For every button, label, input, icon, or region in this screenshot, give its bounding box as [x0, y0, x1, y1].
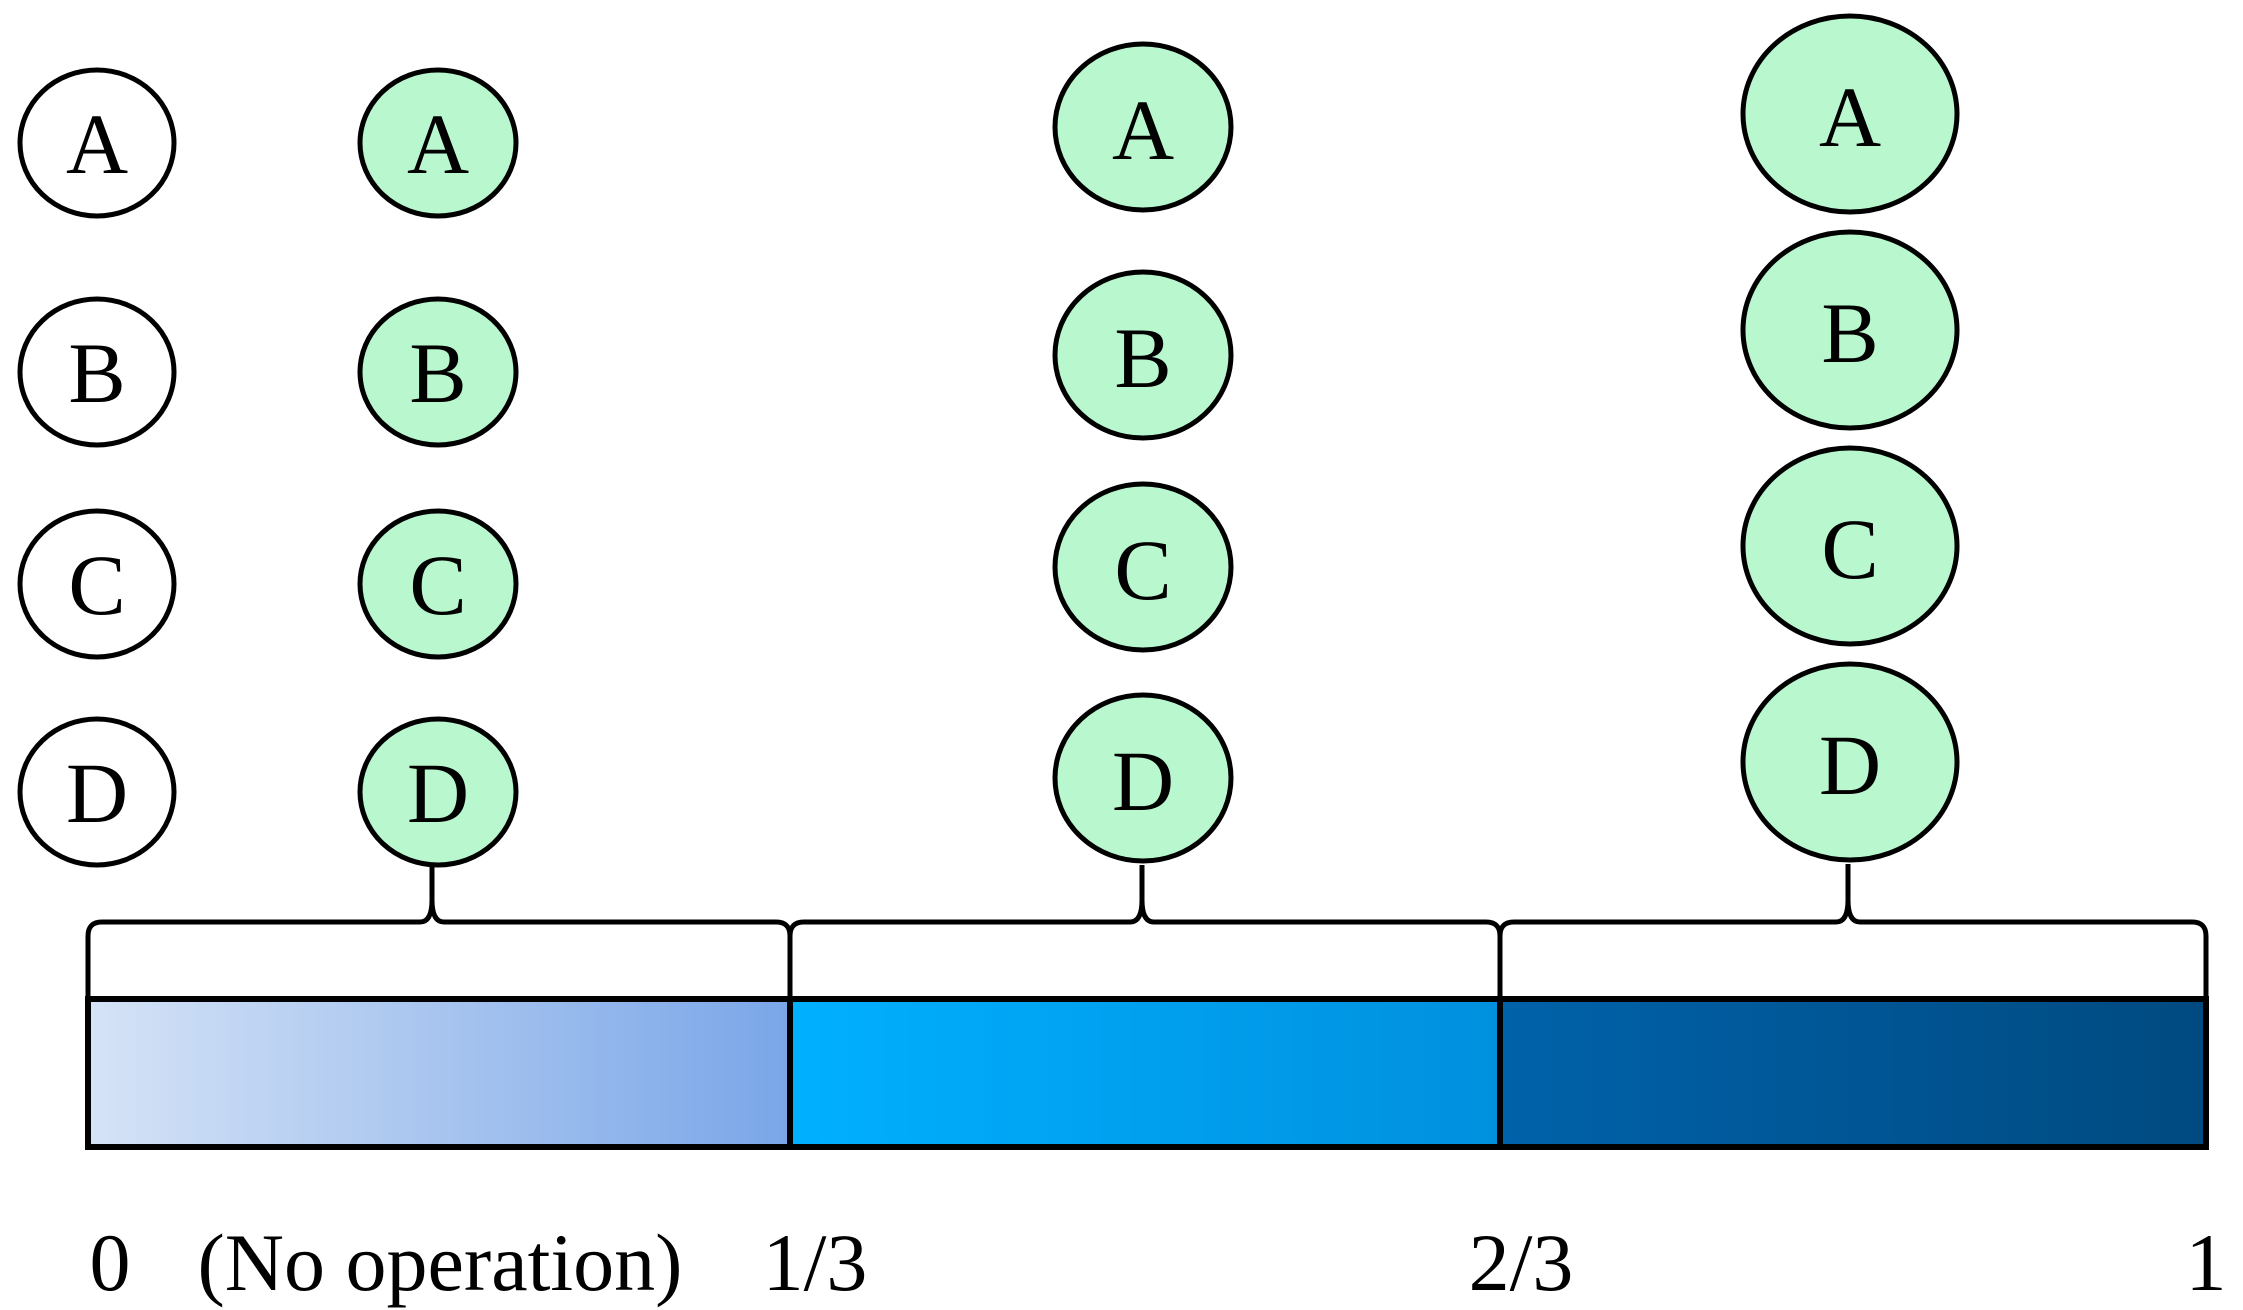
group-3-node-c-label: C: [1821, 501, 1878, 597]
group-2-node-d: D: [1052, 692, 1234, 864]
group-3-node-d: D: [1740, 661, 1960, 863]
original-node-d: D: [17, 716, 177, 868]
group-1-node-c-label: C: [409, 537, 466, 633]
original-node-d-label: D: [66, 745, 128, 841]
original-node-c-label: C: [68, 537, 125, 633]
original-node-b-label: B: [68, 325, 125, 421]
axis-label-one: 1: [2186, 1217, 2227, 1308]
group-3-node-a-label: A: [1819, 69, 1881, 165]
original-node-a-label: A: [66, 96, 128, 192]
braces: [85, 864, 2209, 996]
group-2-node-b: B: [1052, 269, 1234, 441]
group-1-node-a-label: A: [407, 96, 469, 192]
brace-1: [85, 867, 793, 996]
original-node-c: C: [17, 508, 177, 660]
group-1-node-d: D: [357, 716, 519, 868]
axis-label-one-third: 1/3: [763, 1217, 868, 1308]
bar-segment-3: [1497, 996, 2209, 1150]
group-1-node-d-label: D: [407, 745, 469, 841]
group-1-node-column: A B C D: [357, 67, 519, 868]
group-1-node-a: A: [357, 67, 519, 219]
group-3-node-b: B: [1740, 229, 1960, 431]
axis-label-two-thirds: 2/3: [1469, 1217, 1574, 1308]
group-3-node-d-label: D: [1819, 717, 1881, 813]
group-1-node-c: C: [357, 508, 519, 660]
group-1-node-b: B: [357, 296, 519, 448]
group-1-node-b-label: B: [409, 325, 466, 421]
group-2-node-b-label: B: [1114, 310, 1171, 406]
original-node-b: B: [17, 296, 177, 448]
axis-labels: 0 (No operation) 1/3 2/3 1: [90, 1217, 2227, 1308]
ratio-bar: [85, 996, 2209, 1150]
original-node-column: A B C D: [17, 67, 177, 868]
group-3-node-a: A: [1740, 13, 1960, 215]
group-3-node-b-label: B: [1821, 285, 1878, 381]
group-2-node-a-label: A: [1112, 82, 1174, 178]
brace-3: [1497, 864, 2209, 996]
group-2-node-column: A B C D: [1052, 41, 1234, 864]
axis-label-zero: 0: [90, 1217, 131, 1308]
axis-label-no-operation: (No operation): [198, 1217, 683, 1308]
bar-segment-1: [85, 996, 793, 1150]
original-node-a: A: [17, 67, 177, 219]
group-2-node-c-label: C: [1114, 522, 1171, 618]
bar-segment-2: [787, 996, 1503, 1150]
group-3-node-column: A B C D: [1740, 13, 1960, 863]
group-2-node-c: C: [1052, 481, 1234, 653]
group-2-node-d-label: D: [1112, 733, 1174, 829]
brace-2: [787, 865, 1503, 996]
group-2-node-a: A: [1052, 41, 1234, 213]
group-3-node-c: C: [1740, 445, 1960, 647]
